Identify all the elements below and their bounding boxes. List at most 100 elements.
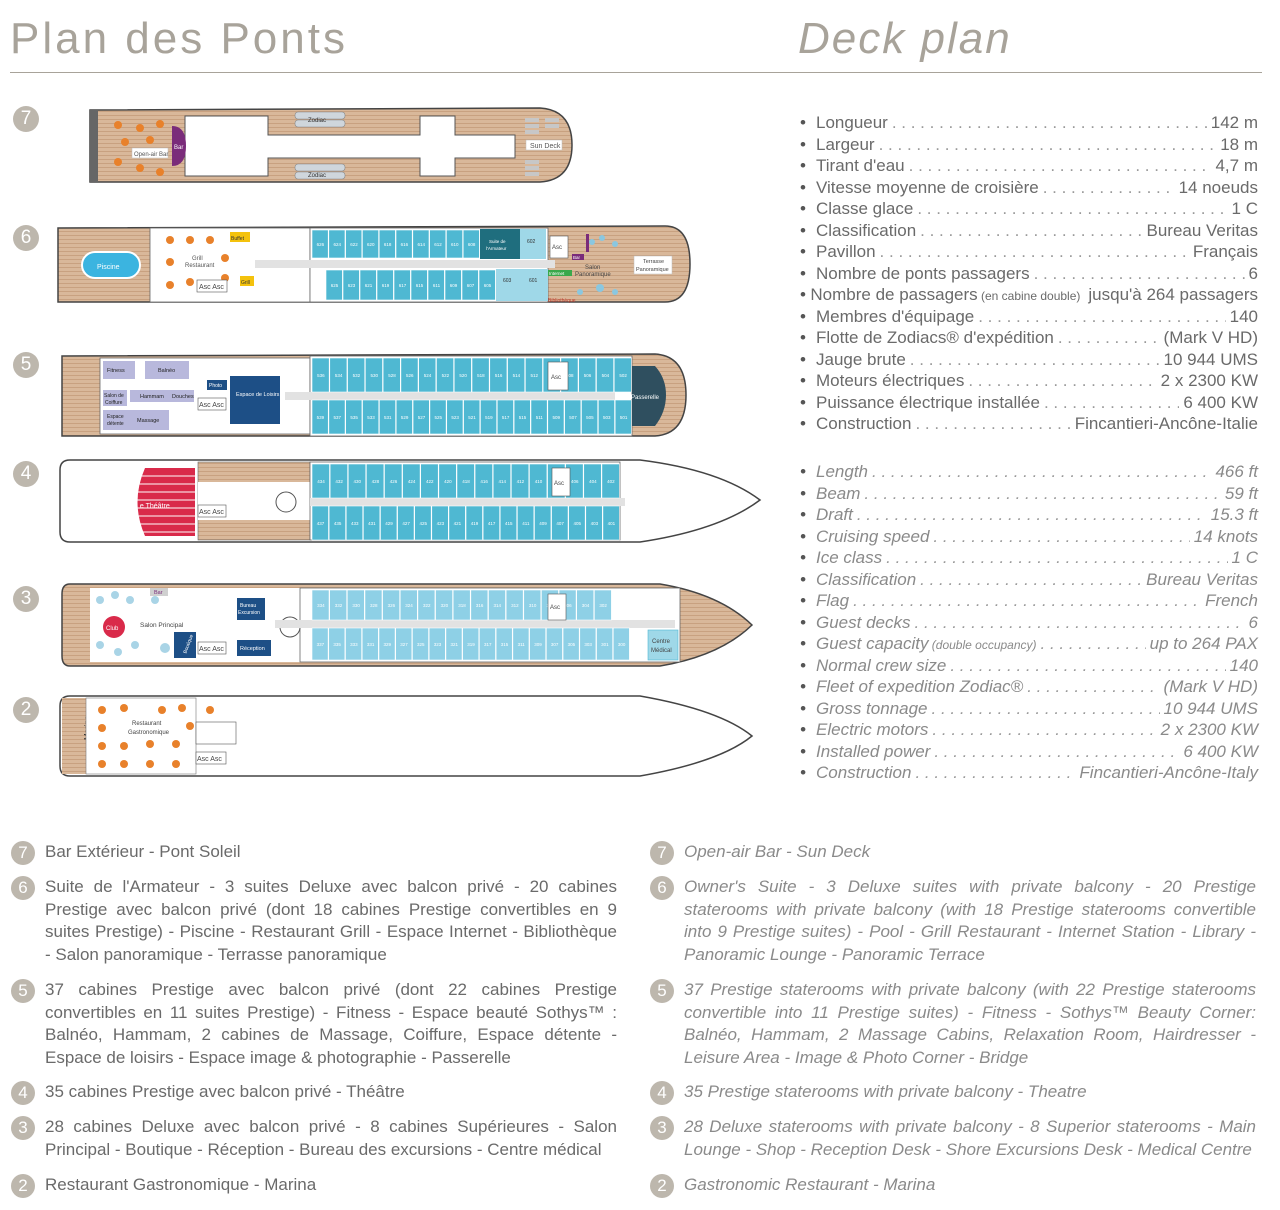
deck-plans-diagram: Bar Open-air Bar Sun Deck Zodiac Zodiac … bbox=[57, 107, 762, 777]
deck-2-restaurant-label: Restaurant bbox=[132, 721, 162, 727]
cabin-511 bbox=[530, 399, 548, 435]
spec-label-text: Cruising speed bbox=[816, 526, 930, 546]
spec-row: •Cruising speed14 knots bbox=[800, 527, 1258, 549]
deck-number-badge: 4 bbox=[11, 1081, 35, 1105]
cabin-415 bbox=[499, 505, 518, 541]
spec-value: 10 944 UMS bbox=[1163, 349, 1259, 369]
cabin-number: 620 bbox=[367, 242, 375, 247]
cabin-433 bbox=[345, 505, 364, 541]
spec-label-text: Fleet of expedition Zodiac® bbox=[816, 677, 1024, 696]
bullet-icon: • bbox=[800, 612, 806, 632]
leader-dots bbox=[909, 156, 1212, 176]
deck-5-hammam bbox=[130, 390, 194, 402]
cabin-number: 311 bbox=[518, 642, 526, 647]
bullet-icon: • bbox=[800, 414, 806, 433]
specs-list-en: •Length466 ft•Beam59 ft•Draft15.3 ft•Cru… bbox=[800, 462, 1258, 785]
spec-value: 140 bbox=[1229, 306, 1258, 326]
cabin-410 bbox=[529, 463, 548, 499]
cabin-number: 409 bbox=[539, 521, 547, 526]
cabin-number: 616 bbox=[401, 242, 409, 247]
spec-label: Nombre de ponts passagers bbox=[816, 264, 1030, 284]
cabin-number: 610 bbox=[451, 242, 459, 247]
leader-dots bbox=[917, 199, 1227, 219]
cabin-number: 317 bbox=[484, 642, 492, 647]
specs-list-fr: •Longueur142 m•Largeur18 m•Tirant d'eau4… bbox=[800, 113, 1258, 436]
leader-dots bbox=[1041, 634, 1146, 654]
cabin-405 bbox=[568, 505, 586, 541]
spec-row: •Gross tonnage10 944 UMS bbox=[800, 699, 1258, 721]
deck-7-zodiac-bottom-label: Zodiac bbox=[308, 173, 326, 179]
deck-5-massage-label: Massage bbox=[137, 418, 159, 424]
cabin-number: 310 bbox=[529, 603, 537, 608]
leader-dots bbox=[915, 763, 1075, 783]
spec-value: Français bbox=[1192, 242, 1258, 261]
cabin-number: 414 bbox=[498, 479, 506, 484]
deck-number-badge: 6 bbox=[11, 876, 35, 900]
cabin-number: 331 bbox=[367, 642, 375, 647]
cabin-607 bbox=[461, 269, 479, 301]
cabin-409 bbox=[534, 505, 552, 541]
deck-5-plan: Fitness Balnéo Salon de Coiffure Hammam … bbox=[61, 353, 687, 437]
cabin-number: 536 bbox=[317, 373, 325, 378]
spec-label-text: Draft bbox=[816, 505, 853, 524]
leader-dots bbox=[1027, 677, 1159, 697]
cabin-318 bbox=[452, 589, 471, 621]
deck-5-coiffure bbox=[103, 390, 127, 406]
cabin-314 bbox=[488, 589, 506, 621]
cabin-301 bbox=[596, 627, 613, 661]
bullet-icon: • bbox=[800, 591, 806, 610]
deck-6-lounge-furniture bbox=[577, 234, 618, 295]
cabin-539 bbox=[311, 399, 329, 435]
spec-label-text: Longueur bbox=[816, 113, 888, 132]
deck-5-balneo bbox=[145, 361, 189, 379]
cabin-302 bbox=[594, 589, 612, 621]
cabin-425 bbox=[414, 505, 432, 541]
cabin-number: 312 bbox=[511, 603, 519, 608]
cabin-number: 614 bbox=[417, 242, 425, 247]
deck-description-text: 28 Deluxe staterooms with private balcon… bbox=[684, 1117, 1256, 1159]
cabin-number: 533 bbox=[367, 415, 375, 420]
cabin-number: 531 bbox=[384, 415, 392, 420]
svg-text:Gastronomique: Gastronomique bbox=[128, 730, 170, 736]
deck-2-marina bbox=[62, 698, 86, 774]
leader-dots bbox=[1043, 178, 1175, 198]
deck-number-badge: 7 bbox=[650, 841, 674, 865]
spec-label: Electric motors bbox=[816, 720, 928, 740]
deck-5-photo bbox=[207, 380, 227, 390]
spec-label: Cruising speed bbox=[816, 527, 929, 547]
deck-description-4: 4 35 cabines Prestige avec balcon privé -… bbox=[11, 1081, 617, 1105]
cabin-number: 607 bbox=[467, 283, 475, 288]
cabin-432 bbox=[329, 463, 348, 499]
spec-row: •ClassificationBureau Veritas bbox=[800, 221, 1258, 243]
deck-description-text: 35 cabines Prestige avec balcon privé - … bbox=[45, 1082, 405, 1101]
spec-row: •Fleet of expedition Zodiac®(Mark V HD) bbox=[800, 677, 1258, 699]
spec-row: •Beam59 ft bbox=[800, 484, 1258, 506]
cabin-419 bbox=[465, 505, 483, 541]
deck-7-zodiacs bbox=[294, 111, 346, 180]
title-en: Deck plan bbox=[798, 14, 1012, 63]
cabin-number: 324 bbox=[405, 603, 413, 608]
cabin-number: 534 bbox=[335, 373, 343, 378]
deck-5-passerelle-label: Passerelle bbox=[631, 395, 660, 401]
spec-label: Classification bbox=[816, 221, 916, 241]
cabin-number: 520 bbox=[459, 373, 467, 378]
deck-5-badge: 5 bbox=[13, 352, 39, 378]
bullet-icon: • bbox=[800, 285, 806, 304]
cabin-401 bbox=[602, 505, 620, 541]
spec-label: Construction bbox=[816, 414, 911, 434]
cabin-526 bbox=[400, 357, 419, 393]
spec-value: Bureau Veritas bbox=[1146, 569, 1258, 589]
spec-label-text: Gross tonnage bbox=[816, 698, 928, 718]
spec-value: French bbox=[1205, 591, 1258, 610]
cabin-311 bbox=[512, 627, 530, 661]
spec-label: Longueur bbox=[816, 113, 888, 133]
spec-row: •Classe glace1 C bbox=[800, 199, 1258, 221]
